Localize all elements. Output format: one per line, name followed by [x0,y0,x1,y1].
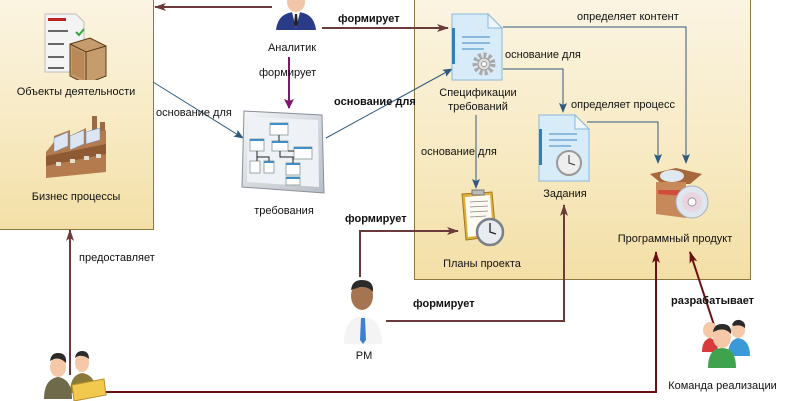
edge-label-analyst-forms-spec: формирует [338,13,400,25]
edge-pm-forms-plans [359,227,459,277]
software-box-cd-icon[interactable] [646,164,712,224]
edge-pm-forms-tasks [386,204,568,322]
stakeholders-group-icon[interactable] [42,349,108,401]
business-processes-label: Бизнес процессы [31,191,121,203]
pm-person-icon[interactable] [340,278,388,346]
edge-activity-basis-requirements [152,81,244,139]
pm-label: PM [355,350,373,362]
clipboard-clock-icon[interactable] [458,188,508,250]
requirements-diagram-icon[interactable] [240,107,328,197]
edge-label-spec-basis-tasks: основание для [505,49,581,61]
edge-stakeholders-to-product [105,251,660,393]
edge-requirements-basis-spec [325,68,453,139]
edge-label-defines-content: определяет контент [577,11,679,23]
document-box-icon[interactable] [42,10,112,80]
analyst-person-icon[interactable] [272,0,320,32]
spec-label-line1: Спецификации [439,87,517,99]
edge-label-spec-basis-plans: основание для [421,146,497,158]
dev-team-label: Команда реализации [668,380,777,392]
edge-team-develops [689,251,715,326]
analyst-label: Аналитик [267,42,317,54]
requirements-label: требования [254,205,314,217]
factory-icon[interactable] [42,112,114,180]
edge-spec-basis-tasks [503,68,567,113]
project-plans-label: Планы проекта [443,258,521,270]
edge-label-analyst-forms-requirements: формирует [259,67,317,79]
team-group-icon[interactable] [696,318,754,368]
spec-document-gear-icon[interactable] [450,12,506,82]
edge-label-pm-forms-plans: формирует [345,213,407,225]
edge-spec-defines-content [503,26,690,164]
tasks-label: Задания [543,188,587,200]
edge-label-team-develops: разрабатывает [671,295,755,307]
activity-objects-label: Объекты деятельности [16,86,136,98]
task-document-clock-icon[interactable] [537,113,593,183]
edge-label-pm-forms-tasks: формирует [413,298,475,310]
edge-label-defines-process: определяет процесс [571,99,675,111]
edge-label-activity-basis: основание для [156,107,232,119]
edge-tasks-defines-process [587,121,662,164]
edge-label-stakeholders-provide: предоставляет [79,252,155,264]
edge-label-requirements-basis: основание для [334,96,416,108]
spec-label-line2: требований [448,101,508,113]
software-product-label: Программный продукт [617,233,733,245]
